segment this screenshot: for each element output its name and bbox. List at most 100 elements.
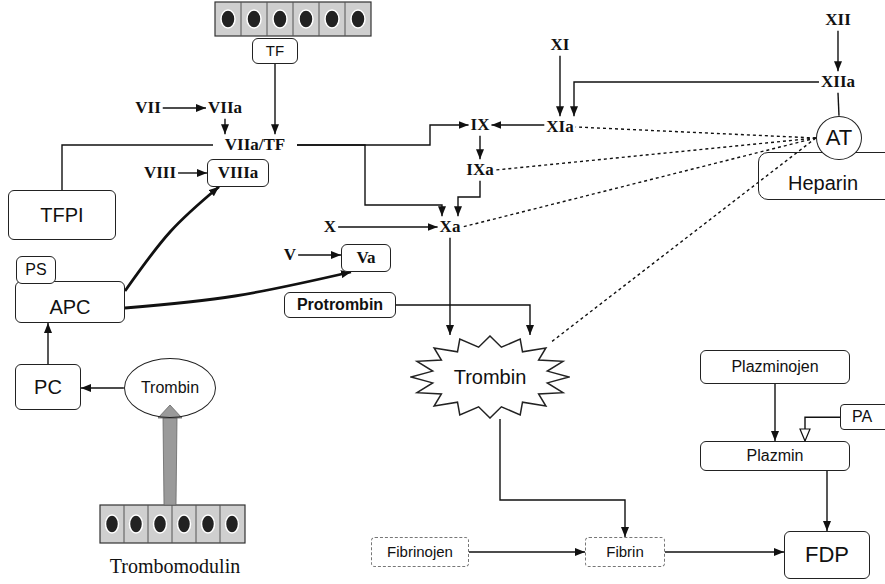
node-label: Va: [356, 248, 375, 268]
connector-arrow: [224, 119, 225, 134]
heparin-box: HeparinAT: [758, 152, 885, 200]
process-box: FDP: [784, 531, 870, 579]
inhibition-line: [462, 138, 815, 227]
node-label: V: [284, 245, 296, 265]
connector-arrow: [774, 384, 775, 441]
factor-label: IXa: [464, 159, 495, 181]
connector-arrow: [47, 323, 48, 364]
factor-label: XIIa: [819, 71, 857, 93]
node-label: APC: [49, 296, 90, 319]
process-box: Protrombin: [284, 292, 396, 318]
cell-border: [124, 505, 220, 543]
cell-nucleus: [299, 10, 313, 28]
node-label: XIIa: [821, 72, 855, 92]
connector-arrow: [338, 226, 437, 227]
cell-nucleus: [325, 10, 339, 28]
process-box: PS: [16, 256, 55, 284]
node-label: VIIa: [208, 98, 242, 118]
dashed-box: Fibrin: [585, 537, 665, 567]
connector-arrow: [396, 305, 530, 335]
node-label: IX: [471, 115, 490, 135]
process-box: APC: [15, 281, 125, 323]
annotation-text: Trombomodulin: [110, 555, 240, 577]
thrombomodulin-receptor: [158, 405, 182, 418]
connector-arrow: [574, 82, 819, 116]
cell-nucleus: [130, 515, 143, 533]
node-label: XI: [551, 35, 570, 55]
node-label: VII: [135, 98, 161, 118]
factor-label: Xa: [438, 216, 463, 238]
dashed-box: Fibrinojen: [371, 537, 469, 567]
node-label: Heparin: [788, 172, 858, 195]
cell-layer: [100, 505, 245, 543]
connector-arrow: [838, 93, 839, 116]
cell-nucleus: [202, 515, 215, 533]
inhibition-line: [550, 138, 816, 343]
cell-nucleus: [226, 515, 239, 533]
factor-label: XI: [549, 34, 572, 56]
node-label: Plazminojen: [731, 358, 818, 376]
cell-nucleus: [178, 515, 191, 533]
connector-arrow: [559, 56, 560, 116]
process-box: TFPI: [8, 190, 116, 240]
starburst-node: Trombin: [410, 335, 570, 419]
starburst-shape: [411, 336, 569, 418]
connector-arrow: [274, 64, 275, 135]
factor-label: VIIa/TF: [213, 134, 297, 156]
cell-nucleus: [154, 515, 167, 533]
connector-arrow: [62, 145, 213, 190]
node-label: XII: [825, 10, 851, 30]
connector-arrow: [805, 417, 840, 441]
node-label: Fibrinojen: [387, 543, 453, 560]
node-label: PC: [34, 376, 62, 399]
endothelium-top: [215, 2, 371, 36]
node-label: VIIa/TF: [225, 135, 285, 155]
factor-label: VIII: [142, 162, 178, 184]
node-label: X: [324, 217, 336, 237]
circle-node: AT: [816, 116, 862, 161]
connector-arrow: [491, 124, 544, 125]
factor-label: VII: [133, 97, 163, 119]
connector-arrow: [826, 471, 827, 531]
connector-arrow: [449, 238, 450, 335]
circle-node: Trombin: [124, 358, 216, 418]
inhibition-line: [576, 127, 816, 138]
connector-arrow: [469, 551, 585, 552]
node-label: Plazmin: [747, 447, 804, 465]
process-box: Plazminojen: [700, 350, 850, 384]
node-label: Xa: [440, 217, 461, 237]
process-box: VIIIa: [207, 159, 269, 187]
connector-arrow: [125, 187, 219, 291]
endothelium-bottom: [100, 405, 245, 543]
cell-nucleus: [247, 10, 261, 28]
process-box: PA: [840, 404, 885, 430]
cell-nuclei: [106, 515, 239, 533]
connector-arrow: [297, 125, 469, 145]
connector-arrow: [458, 181, 480, 216]
factor-label: XIa: [544, 116, 575, 138]
node-label: VIII: [144, 163, 176, 183]
process-box: PC: [15, 364, 81, 410]
cell-nucleus: [221, 10, 235, 28]
factor-label: X: [322, 216, 338, 238]
node-label: PA: [852, 408, 872, 426]
connector-arrow: [81, 387, 124, 388]
node-label: PS: [25, 261, 46, 279]
connector-arrow: [500, 419, 625, 537]
factor-label: VIIa: [206, 97, 244, 119]
cell-layer: [215, 2, 371, 36]
cell-nucleus: [106, 515, 119, 533]
thrombomodulin-stalk: [163, 418, 177, 505]
node-label: IXa: [466, 160, 493, 180]
node-label: TF: [266, 42, 284, 59]
node-label: TFPI: [40, 204, 83, 227]
connector-arrow: [665, 551, 784, 552]
inhibition-line: [496, 138, 816, 170]
annotation-label: Trombomodulin: [110, 555, 240, 578]
node-label: Protrombin: [297, 296, 383, 314]
factor-label: IX: [469, 114, 492, 136]
node-label: AT: [826, 125, 852, 150]
